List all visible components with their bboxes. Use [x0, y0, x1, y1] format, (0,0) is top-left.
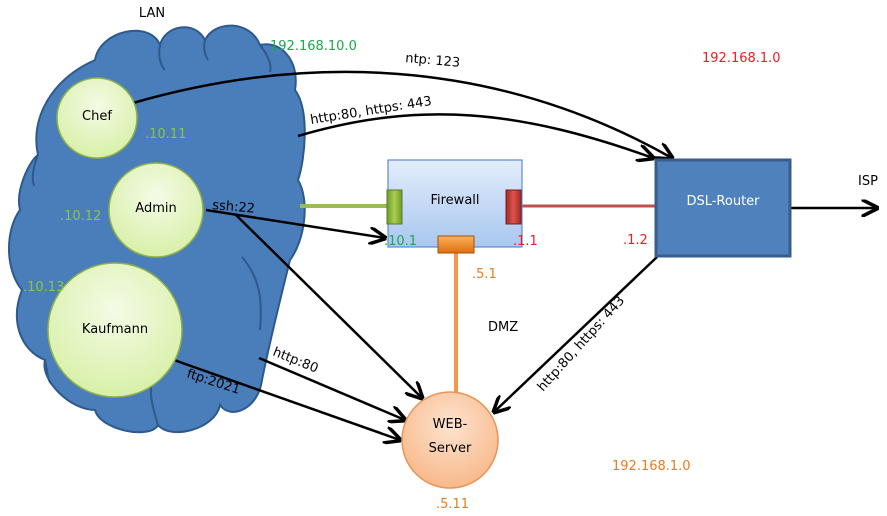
- node-kaufmann[interactable]: Kaufmann: [47, 262, 183, 398]
- kaufmann-label: Kaufmann: [82, 322, 148, 337]
- firewall-port-dmz: [437, 235, 475, 254]
- firewall-lan-ip: .10.1: [384, 234, 417, 249]
- arrow-ssh: [205, 208, 385, 238]
- node-admin[interactable]: Admin: [108, 162, 204, 258]
- firewall-port-lan: [386, 189, 403, 225]
- chef-ip: .10.11: [145, 127, 186, 142]
- node-router[interactable]: DSL-Router: [654, 158, 792, 258]
- conn-label-ntp: ntp: 123: [405, 51, 461, 71]
- lan-network-label: 192.168.10.0: [270, 39, 357, 54]
- admin-ip: .10.12: [60, 209, 101, 224]
- node-chef[interactable]: Chef: [56, 77, 138, 159]
- arrow-ftp: [173, 358, 400, 440]
- chef-label: Chef: [82, 109, 112, 124]
- firewall-dmz-ip: .5.1: [472, 267, 497, 282]
- arrow-lan-http: [297, 113, 653, 158]
- lan-zone-label: LAN: [139, 6, 165, 21]
- dmz-network-label: 192.168.1.0: [612, 459, 691, 474]
- arrow-lan-http80: [258, 356, 405, 420]
- arrow-ntp: [132, 70, 672, 158]
- router-label: DSL-Router: [686, 194, 760, 209]
- conn-label-ssh: ssh:22: [212, 198, 256, 217]
- dmz-zone-label: DMZ: [488, 320, 518, 335]
- webserver-label-line1: WEB-: [433, 417, 468, 432]
- admin-label: Admin: [135, 201, 176, 216]
- kaufmann-ip: .10.13: [23, 280, 64, 295]
- router-ip: .1.2: [623, 233, 648, 248]
- wan-network-label: 192.168.1.0: [702, 51, 781, 66]
- node-firewall[interactable]: Firewall: [386, 159, 523, 254]
- conn-label-router-web: http:80, https: 443: [535, 293, 628, 394]
- conn-label-lan-http: http:80, https: 443: [309, 94, 432, 128]
- arrow-router-web: [494, 256, 658, 412]
- firewall-port-wan: [505, 189, 522, 225]
- arrow-admin-web: [235, 214, 422, 398]
- webserver-label-line2: Server: [429, 441, 472, 456]
- node-webserver[interactable]: WEB- Server: [401, 391, 499, 489]
- firewall-wan-ip: .1.1: [513, 234, 538, 249]
- conn-label-http80: http:80: [271, 345, 321, 377]
- webserver-ip: .5.11: [436, 497, 469, 512]
- isp-label: ISP: [858, 174, 878, 189]
- firewall-label: Firewall: [430, 193, 479, 208]
